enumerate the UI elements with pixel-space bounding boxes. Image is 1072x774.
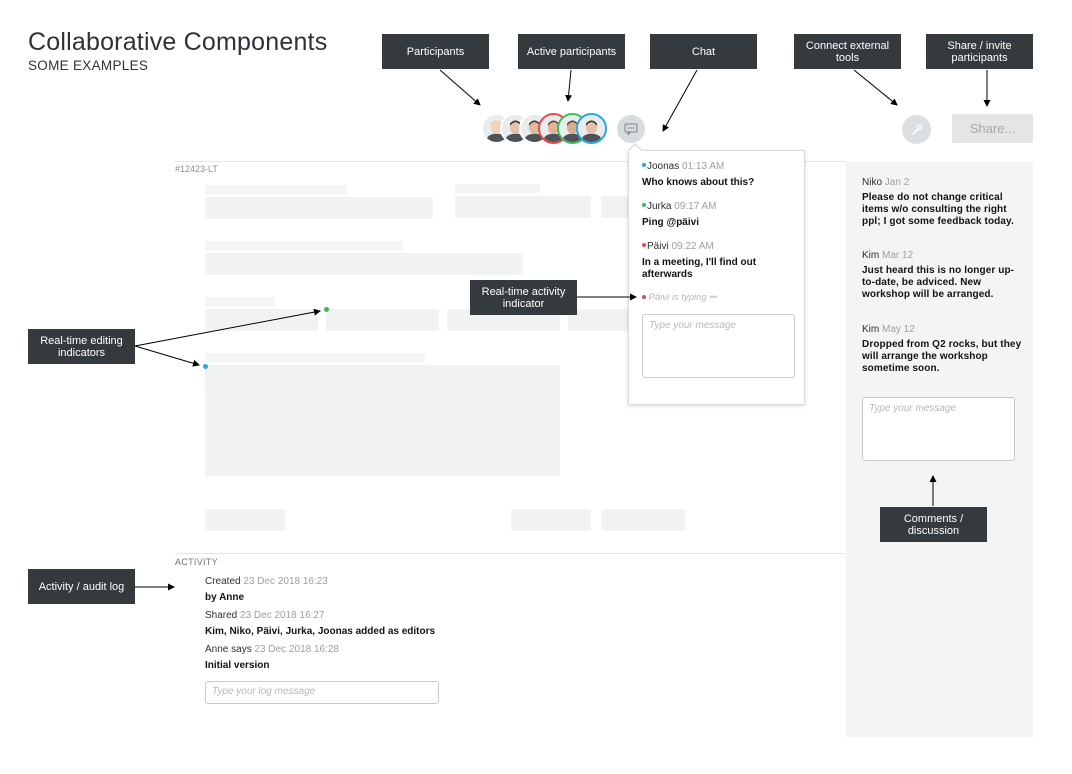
arrow-connect-tools xyxy=(853,69,898,106)
editing-indicator-green xyxy=(324,307,329,312)
chat-toggle-button[interactable] xyxy=(617,115,645,143)
field-placeholder[interactable] xyxy=(205,197,433,219)
field-placeholder[interactable] xyxy=(568,309,628,331)
page-title: Collaborative Components xyxy=(28,28,328,56)
field-label-placeholder xyxy=(205,297,275,306)
callout-chat: Chat xyxy=(650,34,757,69)
comment-date: May 12 xyxy=(882,324,915,335)
log-timestamp: 23 Dec 2018 16:23 xyxy=(243,576,328,587)
log-event: Created xyxy=(205,576,241,587)
editing-indicator-blue xyxy=(203,364,208,369)
header-divider xyxy=(175,161,846,162)
comment-date: Jan 2 xyxy=(884,177,910,188)
avatar[interactable] xyxy=(576,113,607,144)
field-placeholder[interactable] xyxy=(455,196,591,218)
arrow-editing-blue xyxy=(134,345,200,367)
document-id: #12423-LT xyxy=(175,164,218,174)
textarea-placeholder[interactable] xyxy=(205,365,560,476)
field-label-placeholder xyxy=(455,184,540,193)
chat-bubble-icon xyxy=(624,123,638,135)
field-label-placeholder xyxy=(205,185,347,194)
chat-time: 09:17 AM xyxy=(674,201,717,212)
arrow-chat xyxy=(662,69,698,132)
chat-author: Jurka xyxy=(647,201,672,212)
callout-activity-log: Activity / audit log xyxy=(28,569,135,604)
comment-input[interactable]: Type your message xyxy=(862,397,1015,461)
arrow-participants xyxy=(439,69,481,106)
share-button[interactable]: Share... xyxy=(952,114,1033,143)
field-label-placeholder xyxy=(205,241,403,250)
comment-item: Kim May 12 Dropped from Q2 rocks, but the… xyxy=(862,324,1022,375)
log-detail: Initial version xyxy=(205,660,270,671)
log-event: Anne says xyxy=(205,644,252,655)
log-detail: Kim, Niko, Päivi, Jurka, Joonas added as… xyxy=(205,626,436,637)
presence-dot xyxy=(642,203,646,208)
chat-author: Päivi xyxy=(647,241,669,252)
log-timestamp: 23 Dec 2018 16:27 xyxy=(240,610,325,621)
log-message-input[interactable]: Type your log message xyxy=(205,681,439,704)
chat-message: Päivi 09:22 AM In a meeting, I'll find ou… xyxy=(642,241,797,281)
callout-connect-tools: Connect external tools xyxy=(794,34,901,69)
button-placeholder[interactable] xyxy=(511,509,591,531)
comment-author: Kim xyxy=(862,250,880,261)
button-placeholder[interactable] xyxy=(205,509,285,531)
chat-author: Joonas xyxy=(647,161,680,172)
callout-share-invite: Share / invite participants xyxy=(926,34,1033,69)
chat-text: Ping @päivi xyxy=(642,217,699,228)
chat-message: Jurka 09:17 AM Ping @päivi xyxy=(642,201,797,229)
field-placeholder[interactable] xyxy=(326,309,439,331)
chat-time: 09:22 AM xyxy=(671,241,714,252)
button-placeholder[interactable] xyxy=(601,509,685,531)
field-placeholder[interactable] xyxy=(205,309,318,331)
chat-text: In a meeting, I'll find out afterwards xyxy=(642,257,757,280)
chat-time: 01:13 AM xyxy=(682,161,725,172)
person-icon xyxy=(578,115,605,142)
field-placeholder[interactable] xyxy=(205,253,523,275)
chat-message: Joonas 01:13 AM Who knows about this? xyxy=(642,161,797,189)
field-label-placeholder xyxy=(205,353,426,362)
log-detail: by Anne xyxy=(205,592,245,603)
chat-panel-caret-inner xyxy=(628,145,642,152)
arrow-active-participants xyxy=(565,69,573,102)
comment-date: Mar 12 xyxy=(882,250,914,261)
activity-heading: ACTIVITY xyxy=(175,557,218,567)
typing-dot xyxy=(642,295,646,299)
page-subtitle: SOME EXAMPLES xyxy=(28,58,149,73)
callout-active-participants: Active participants xyxy=(518,34,625,69)
field-placeholder[interactable] xyxy=(601,196,628,218)
comment-text: Just heard this is no longer up-to-date,… xyxy=(862,265,1015,300)
callout-comments: Comments / discussion xyxy=(880,507,987,542)
comment-item: Niko Jan 2 Please do not change critical … xyxy=(862,177,1022,228)
comment-text: Please do not change critical items w/o … xyxy=(862,192,1014,227)
typing-indicator: Päivi is typing ••• xyxy=(642,292,717,303)
comment-item: Kim Mar 12 Just heard this is no longer u… xyxy=(862,250,1022,301)
log-event: Shared xyxy=(205,610,238,621)
log-timestamp: 23 Dec 2018 16:28 xyxy=(254,644,339,655)
comment-text: Dropped from Q2 rocks, but they will arr… xyxy=(862,339,1022,374)
comment-author: Niko xyxy=(862,177,883,188)
activity-divider xyxy=(175,553,846,554)
connect-tools-button[interactable] xyxy=(902,115,931,144)
callout-realtime-activity: Real-time activity indicator xyxy=(470,280,577,315)
typing-text: Päivi is typing xyxy=(648,292,707,303)
chat-message-input[interactable]: Type your message xyxy=(642,314,795,378)
comment-author: Kim xyxy=(862,324,880,335)
callout-participants: Participants xyxy=(382,34,489,69)
activity-log-item: Created 23 Dec 2018 16:23 by Anne xyxy=(205,576,505,604)
callout-realtime-editing: Real-time editing indicators xyxy=(28,329,135,364)
presence-dot xyxy=(642,243,646,248)
chat-text: Who knows about this? xyxy=(642,177,755,188)
wrench-icon xyxy=(911,124,922,135)
presence-dot xyxy=(642,163,646,168)
typing-ellipsis-icon: ••• xyxy=(709,292,717,303)
